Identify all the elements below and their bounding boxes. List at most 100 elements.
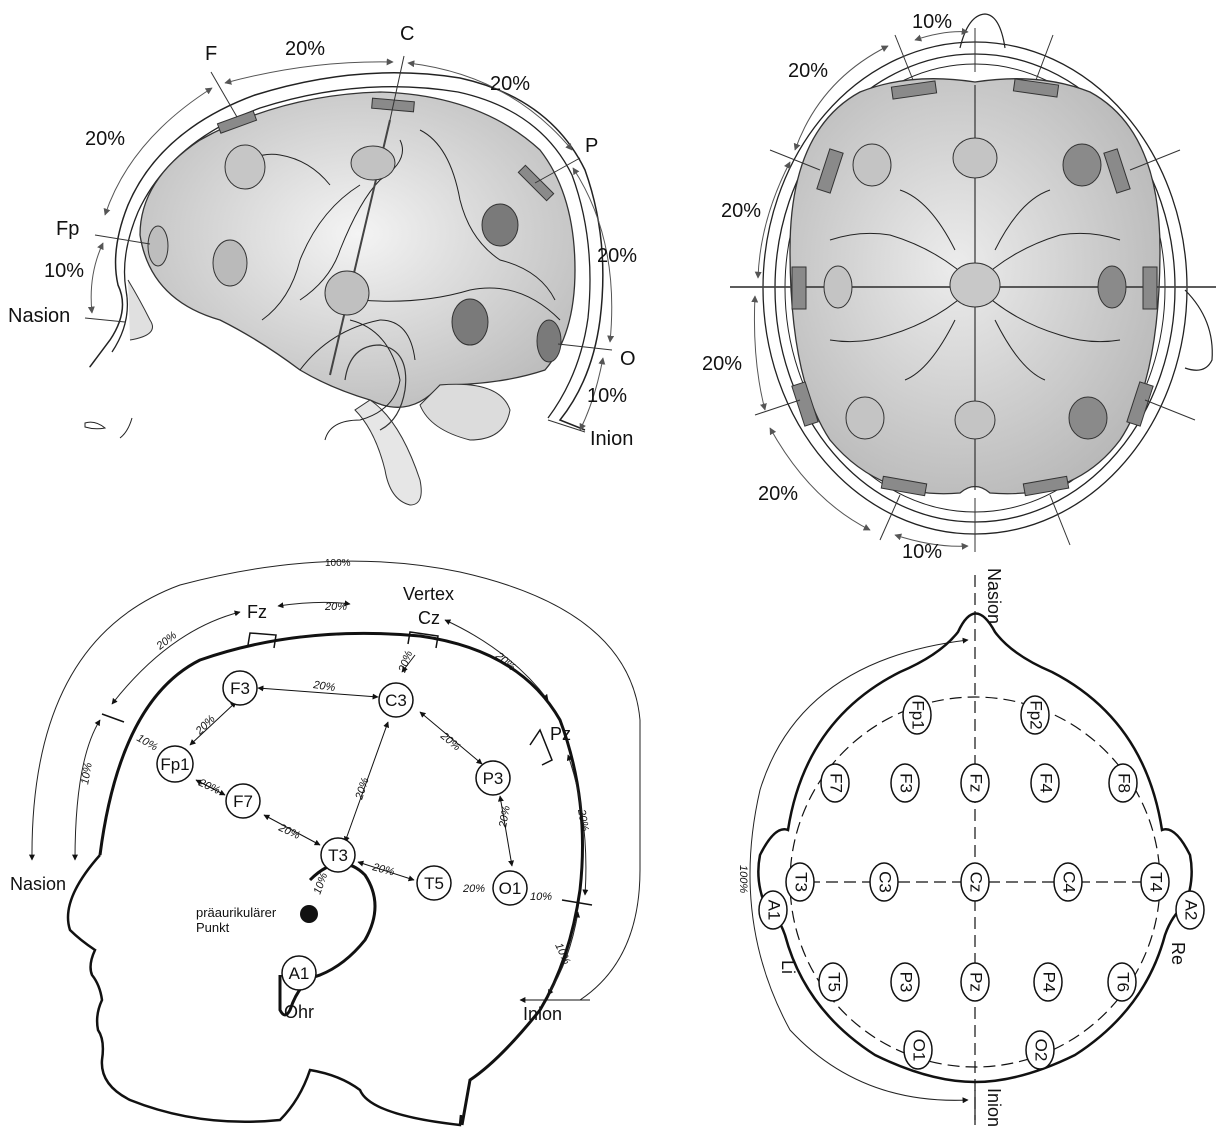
pct-upper-left: 20% (788, 60, 828, 82)
top-head-panel: Fp1 Fp2 F7 F3 Fz F4 F8 T3 C3 Cz C4 T4 A1… (737, 568, 1204, 1127)
pct-fz-cz: 20% (324, 601, 347, 613)
label-vertex: Vertex (403, 584, 454, 604)
pct-mid-left: 20% (721, 200, 761, 222)
label-f: F (205, 43, 217, 65)
pct-fp1-f3: 20% (193, 713, 218, 738)
electrode-a1: A1 (282, 956, 316, 990)
electrode-o2-top: O2 (1026, 1031, 1054, 1069)
svg-text:P3: P3 (897, 972, 916, 993)
svg-text:C3: C3 (876, 871, 895, 893)
svg-text:F7: F7 (827, 773, 846, 793)
label-p: P (585, 135, 598, 157)
pct-total-top: 100% (737, 865, 749, 893)
pct-fp-f: 20% (85, 128, 125, 150)
svg-text:T5: T5 (825, 972, 844, 992)
electrode-f8-top: F8 (1109, 764, 1137, 802)
svg-text:F3: F3 (230, 679, 250, 698)
label-inion: Inion (590, 428, 633, 450)
electrode-fp1-top: Fp1 (903, 696, 931, 734)
electrode-c3: C3 (379, 683, 413, 717)
electrode (213, 240, 247, 286)
pct-total: 100% (325, 558, 351, 569)
svg-text:Pz: Pz (967, 972, 986, 992)
electrode-t4-top: T4 (1141, 863, 1169, 901)
pct-f-c: 20% (285, 38, 325, 60)
electrode-f7: F7 (226, 784, 260, 818)
svg-text:C4: C4 (1060, 871, 1079, 893)
electrode (853, 144, 891, 186)
preauricular-point (300, 905, 318, 923)
pct-pz-o1: 20% (575, 807, 591, 832)
electrode-t5-top: T5 (819, 963, 847, 1001)
electrode (225, 145, 265, 189)
brain-lateral (140, 92, 575, 407)
label-left: Li (778, 960, 798, 974)
label-cz: Cz (418, 608, 440, 628)
top-brain-panel: 10% 20% 20% 20% 20% 10% (702, 11, 1216, 563)
electrode (824, 266, 852, 308)
svg-text:C3: C3 (385, 691, 407, 710)
electrode-o1: O1 (493, 871, 527, 905)
label-preauricular-1: präaurikulärer (196, 905, 277, 920)
electrode (1098, 266, 1126, 308)
svg-text:A2: A2 (1182, 900, 1201, 921)
electrode-o1-top: O1 (904, 1031, 932, 1069)
svg-text:T4: T4 (1147, 872, 1166, 892)
electrode-t6-top: T6 (1108, 963, 1136, 1001)
side-head-panel: F3 C3 Fp1 F7 P3 T3 T5 O1 A1 100% Vertex … (10, 558, 640, 1125)
electrode (325, 271, 369, 315)
svg-text:T3: T3 (328, 846, 348, 865)
electrode (950, 263, 1000, 307)
electrode (953, 138, 997, 178)
pct-fp1-f7: 20% (196, 776, 222, 797)
svg-text:F4: F4 (1037, 773, 1056, 793)
svg-text:O1: O1 (499, 879, 522, 898)
label-inion-top: Inion (984, 1088, 1004, 1127)
pct-o1-inion: 10% (530, 891, 552, 903)
label-o: O (620, 348, 636, 370)
pct-t5-o1: 20% (462, 883, 485, 895)
svg-text:T6: T6 (1114, 972, 1133, 992)
svg-text:O2: O2 (1032, 1039, 1051, 1062)
electrode-c3-top: C3 (870, 863, 898, 901)
pct-f7-t3: 20% (276, 821, 302, 842)
pct-bottom: 10% (902, 541, 942, 563)
svg-text:P4: P4 (1040, 972, 1059, 993)
label-c: C (400, 23, 414, 45)
electrode (351, 146, 395, 180)
electrode-fz-top: Fz (961, 764, 989, 802)
electrode-t5: T5 (417, 866, 451, 900)
label-inion-side: Inion (523, 1004, 562, 1024)
electrode-pz-top: Pz (961, 963, 989, 1001)
pct-nasion-fp: 10% (44, 260, 84, 282)
svg-text:Fp1: Fp1 (909, 700, 928, 729)
electrode-fp2-top: Fp2 (1021, 696, 1049, 734)
pct-p3-o1: 20% (497, 805, 513, 830)
electrode-p3: P3 (476, 761, 510, 795)
pct-lower-left: 20% (758, 483, 798, 505)
svg-text:O1: O1 (910, 1039, 929, 1062)
label-fz: Fz (247, 602, 267, 622)
electrode-t3-top: T3 (786, 863, 814, 901)
electrode-a1-top: A1 (759, 891, 787, 929)
pct-o-inion: 10% (587, 385, 627, 407)
svg-text:F7: F7 (233, 792, 253, 811)
pct-cz-top: 20% (396, 649, 415, 675)
label-fp: Fp (56, 218, 79, 240)
svg-text:Fp1: Fp1 (160, 755, 189, 774)
label-nasion-top: Nasion (984, 568, 1004, 624)
electrode (955, 401, 995, 439)
svg-text:F3: F3 (897, 773, 916, 793)
side-brain-panel: F C P Fp O Nasion Inion 20% 20% 20% 10% … (8, 23, 637, 505)
label-nasion-side: Nasion (10, 874, 66, 894)
svg-text:A1: A1 (289, 964, 310, 983)
electrode (846, 397, 884, 439)
electrode-p4-top: P4 (1034, 963, 1062, 1001)
electrode (482, 204, 518, 246)
label-right: Re (1168, 942, 1188, 965)
pct-top: 10% (912, 11, 952, 33)
label-ear: Ohr (284, 1002, 314, 1022)
svg-text:F8: F8 (1115, 773, 1134, 793)
label-nasion: Nasion (8, 305, 70, 327)
